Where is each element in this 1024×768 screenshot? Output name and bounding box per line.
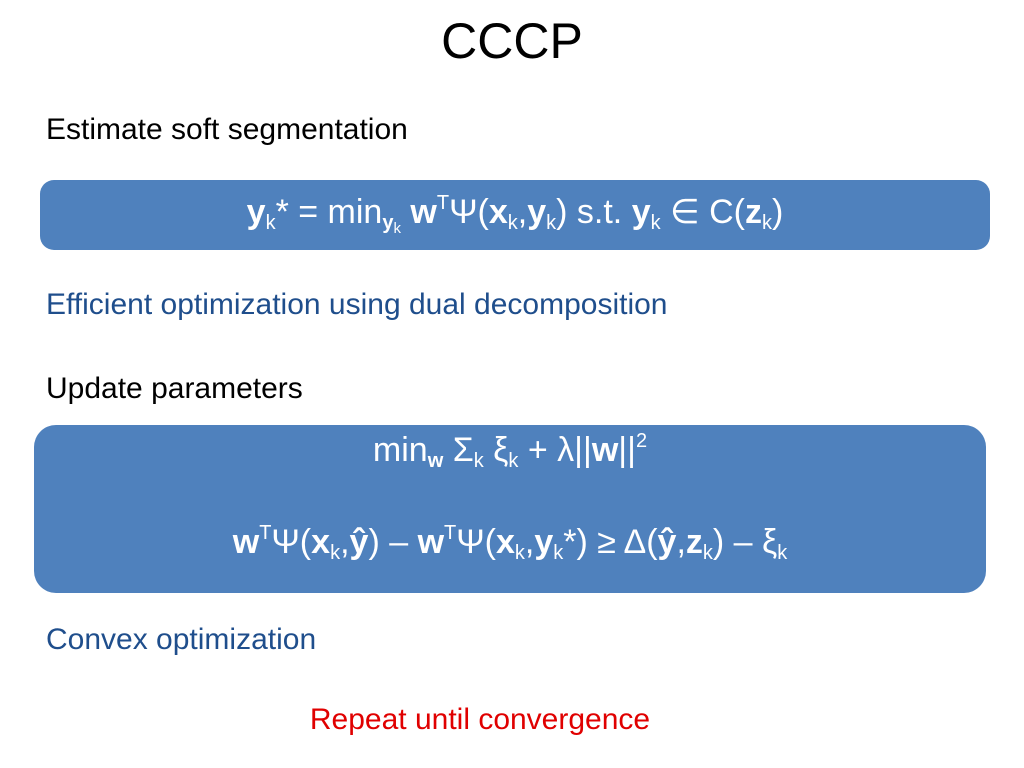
footer-repeat-text: Repeat until convergence <box>309 703 651 736</box>
step1-note: Efficient optimization using dual decomp… <box>46 288 668 321</box>
update-equation-box: minw Σk ξk + λ||w||2 wTΨ(xk,ŷ) – wTΨ(xk,… <box>34 425 986 593</box>
step2-note: Convex optimization <box>46 623 317 656</box>
step1-heading: Estimate soft segmentation <box>46 113 408 146</box>
constraint-equation: wTΨ(xk,ŷ) – wTΨ(xk,yk*) ≥ Δ(ŷ,zk) – ξk <box>232 522 788 564</box>
segmentation-equation: yk* = minyk wTΨ(xk,yk) s.t. yk ∈ C(zk) <box>246 192 784 237</box>
objective-equation: minw Σk ξk + λ||w||2 <box>372 430 648 472</box>
segmentation-equation-box: yk* = minyk wTΨ(xk,yk) s.t. yk ∈ C(zk) <box>40 180 990 250</box>
slide-title: CCCP <box>441 13 583 69</box>
step2-heading: Update parameters <box>46 372 303 405</box>
